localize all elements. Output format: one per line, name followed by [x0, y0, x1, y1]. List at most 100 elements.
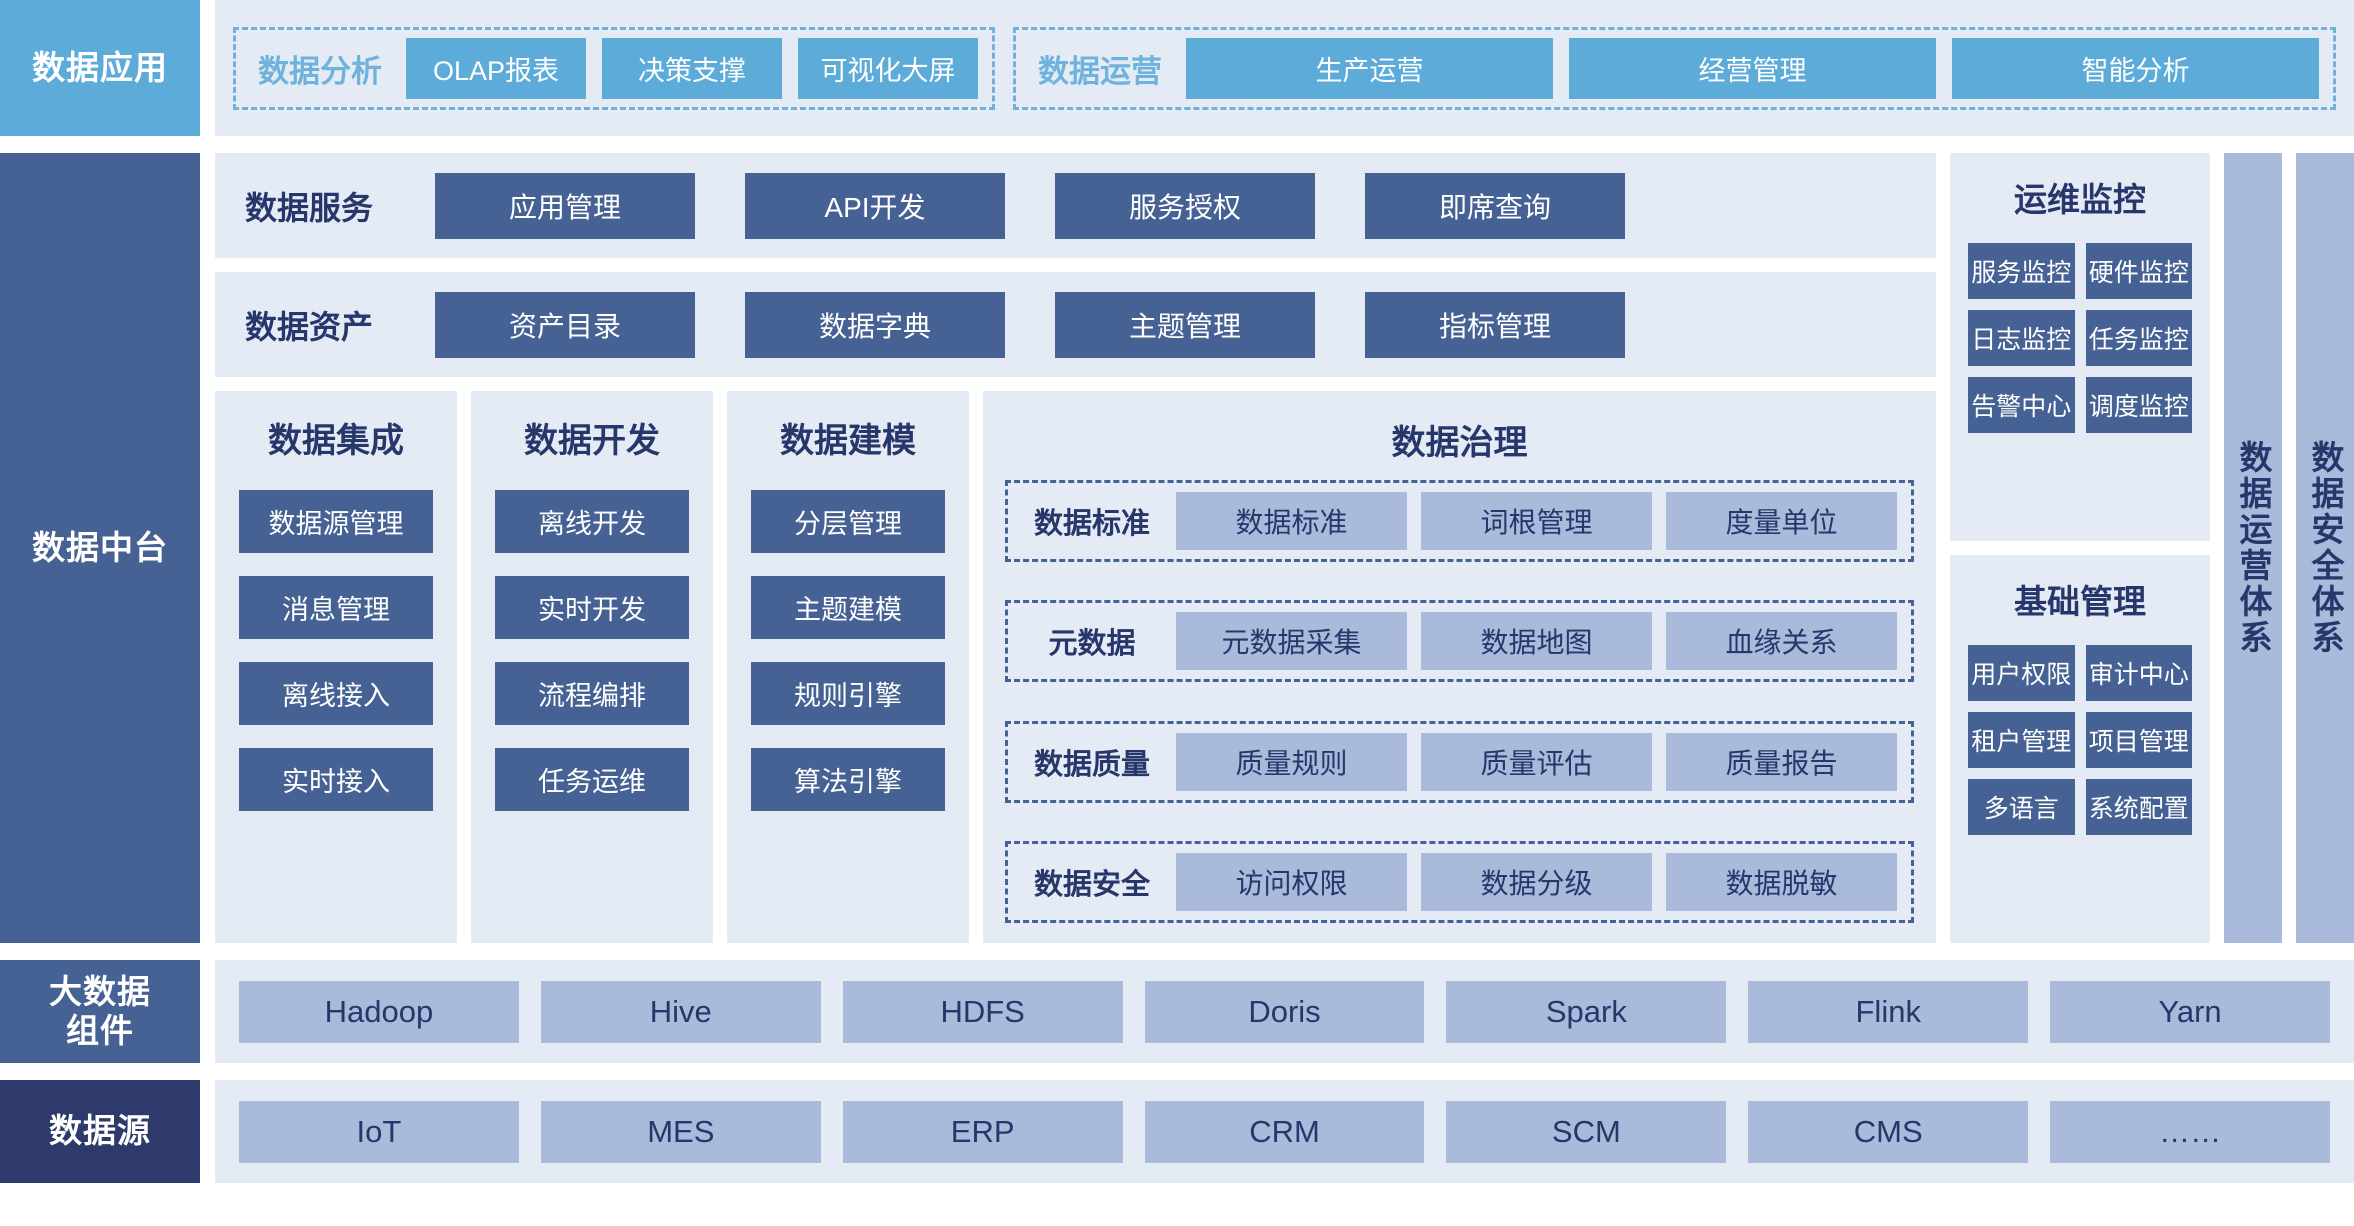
app-item-olap[interactable]: OLAP报表 [406, 37, 586, 99]
application-panel: 数据分析 OLAP报表 决策支撑 可视化大屏 数据运营 生产运营 经营管理 智能… [215, 0, 2354, 136]
layer-label-bigdata-line2: 组件 [66, 1011, 134, 1049]
bigdata-item-hdfs[interactable]: HDFS [842, 980, 1123, 1043]
app-item-decision-support[interactable]: 决策支撑 [602, 37, 782, 99]
bigdata-item-doris[interactable]: Doris [1144, 980, 1425, 1043]
spacer [200, 1080, 215, 1183]
ops-item-alert-center[interactable]: 告警中心 [1968, 377, 2075, 433]
governance-key-data-quality: 数据质量 [1033, 748, 1150, 781]
governance-key-metadata: 元数据 [1048, 628, 1136, 661]
asset-item-catalog[interactable]: 资产目录 [435, 291, 695, 358]
base-item-audit-center[interactable]: 审计中心 [2085, 645, 2192, 701]
layer-row-platform: 数据中台 数据服务 应用管理 API开发 服务授权 即席查询 [0, 153, 2354, 943]
development-item-realtime-dev[interactable]: 实时开发 [495, 576, 689, 639]
base-management-grid: 用户权限 审计中心 租户管理 项目管理 多语言 系统配置 [1968, 645, 2192, 835]
function-column-data-modeling: 数据建模 分层管理 主题建模 规则引擎 算法引擎 [727, 391, 969, 943]
ops-item-service-monitor[interactable]: 服务监控 [1968, 243, 2075, 299]
service-row-label-data-asset: 数据资产 [245, 308, 374, 345]
layer-label-source: 数据源 [0, 1080, 200, 1183]
modeling-item-algorithm-engine[interactable]: 算法引擎 [751, 748, 945, 811]
app-item-visual-dashboard[interactable]: 可视化大屏 [798, 37, 978, 99]
source-item-more[interactable]: …… [2050, 1100, 2331, 1163]
integration-item-realtime-ingest[interactable]: 实时接入 [239, 748, 433, 811]
platform-function-columns: 数据集成 数据源管理 消息管理 离线接入 实时接入 数据开发 离线开发 实时开发… [215, 391, 1936, 943]
service-item-api-dev[interactable]: API开发 [745, 172, 1005, 239]
integration-item-datasource-mgmt[interactable]: 数据源管理 [239, 490, 433, 553]
source-item-mes[interactable]: MES [540, 1100, 821, 1163]
source-item-crm[interactable]: CRM [1144, 1100, 1425, 1163]
vertical-bar-label-operation: 数据运营体系 [2235, 440, 2272, 656]
base-management-title: 基础管理 [2014, 583, 2146, 620]
governance-title: 数据治理 [1391, 424, 1528, 462]
governance-item-data-masking[interactable]: 数据脱敏 [1666, 852, 1897, 911]
governance-item-word-root[interactable]: 词根管理 [1421, 492, 1652, 550]
function-column-data-integration: 数据集成 数据源管理 消息管理 离线接入 实时接入 [215, 391, 457, 943]
service-row-label-data-service: 数据服务 [245, 189, 374, 226]
governance-item-measure-unit[interactable]: 度量单位 [1666, 492, 1897, 550]
modeling-item-subject-modeling[interactable]: 主题建模 [751, 576, 945, 639]
app-item-production-ops[interactable]: 生产运营 [1186, 37, 1553, 99]
development-item-workflow[interactable]: 流程编排 [495, 662, 689, 725]
governance-item-data-map[interactable]: 数据地图 [1421, 612, 1652, 671]
platform-content: 数据服务 应用管理 API开发 服务授权 即席查询 数据资产 资产 [215, 153, 2354, 943]
asset-item-dictionary[interactable]: 数据字典 [745, 291, 1005, 358]
app-item-smart-analysis[interactable]: 智能分析 [1952, 37, 2319, 99]
governance-item-quality-report[interactable]: 质量报告 [1666, 732, 1897, 791]
source-item-iot[interactable]: IoT [239, 1100, 519, 1163]
base-item-user-permission[interactable]: 用户权限 [1968, 645, 2075, 701]
service-row-data-service: 数据服务 应用管理 API开发 服务授权 即席查询 [215, 153, 1936, 258]
bigdata-item-hive[interactable]: Hive [540, 980, 821, 1043]
service-row-data-asset: 数据资产 资产目录 数据字典 主题管理 指标管理 [215, 272, 1936, 377]
integration-item-message-mgmt[interactable]: 消息管理 [239, 576, 433, 639]
source-panel: IoT MES ERP CRM SCM CMS …… [215, 1080, 2354, 1183]
bigdata-item-spark[interactable]: Spark [1446, 980, 1727, 1043]
governance-item-lineage[interactable]: 血缘关系 [1666, 612, 1897, 671]
ops-monitor-box: 运维监控 服务监控 硬件监控 日志监控 任务监控 告警中心 调度监控 [1950, 153, 2210, 541]
integration-item-offline-ingest[interactable]: 离线接入 [239, 662, 433, 725]
group-title-operation: 数据运营 [1038, 53, 1162, 89]
service-item-service-auth[interactable]: 服务授权 [1055, 172, 1315, 239]
application-group-analysis: 数据分析 OLAP报表 决策支撑 可视化大屏 [233, 26, 995, 110]
bigdata-item-flink[interactable]: Flink [1748, 980, 2029, 1043]
spacer [215, 258, 1936, 272]
spacer [200, 0, 215, 136]
ops-item-log-monitor[interactable]: 日志监控 [1968, 310, 2075, 366]
source-item-cms[interactable]: CMS [1748, 1100, 2029, 1163]
governance-item-quality-assess[interactable]: 质量评估 [1421, 732, 1652, 791]
base-item-system-config[interactable]: 系统配置 [2085, 779, 2192, 835]
governance-item-quality-rule[interactable]: 质量规则 [1176, 732, 1407, 791]
base-item-tenant-mgmt[interactable]: 租户管理 [1968, 712, 2075, 768]
layer-label-platform: 数据中台 [0, 153, 200, 943]
asset-row-items: 资产目录 数据字典 主题管理 指标管理 [435, 291, 1906, 358]
modeling-item-layer-mgmt[interactable]: 分层管理 [751, 490, 945, 553]
asset-item-metric-mgmt[interactable]: 指标管理 [1365, 291, 1625, 358]
base-item-project-mgmt[interactable]: 项目管理 [2085, 712, 2192, 768]
development-item-task-ops[interactable]: 任务运维 [495, 748, 689, 811]
ops-item-hardware-monitor[interactable]: 硬件监控 [2085, 243, 2192, 299]
column-title-data-modeling: 数据建模 [780, 422, 916, 460]
service-item-adhoc-query[interactable]: 即席查询 [1365, 172, 1625, 239]
ops-monitor-title: 运维监控 [2014, 181, 2146, 218]
spacer [0, 136, 2354, 153]
governance-panel: 数据治理 数据标准 数据标准 词根管理 度量单位 元数据 [983, 391, 1936, 943]
base-item-multilingual[interactable]: 多语言 [1968, 779, 2075, 835]
platform-left: 数据服务 应用管理 API开发 服务授权 即席查询 数据资产 资产 [215, 153, 1936, 943]
governance-item-metadata-collect[interactable]: 元数据采集 [1176, 612, 1407, 671]
governance-item-access-control[interactable]: 访问权限 [1176, 852, 1407, 911]
bigdata-item-hadoop[interactable]: Hadoop [239, 980, 519, 1043]
ops-item-task-monitor[interactable]: 任务监控 [2085, 310, 2192, 366]
group-title-analysis: 数据分析 [258, 53, 382, 89]
asset-item-subject-mgmt[interactable]: 主题管理 [1055, 291, 1315, 358]
service-item-app-mgmt[interactable]: 应用管理 [435, 172, 695, 239]
development-item-offline-dev[interactable]: 离线开发 [495, 490, 689, 553]
column-title-data-integration: 数据集成 [268, 422, 404, 460]
source-item-erp[interactable]: ERP [842, 1100, 1123, 1163]
ops-item-schedule-monitor[interactable]: 调度监控 [2085, 377, 2192, 433]
app-item-business-mgmt[interactable]: 经营管理 [1569, 37, 1936, 99]
governance-item-standard[interactable]: 数据标准 [1176, 492, 1407, 550]
bigdata-item-yarn[interactable]: Yarn [2050, 980, 2331, 1043]
spacer [200, 153, 215, 943]
modeling-item-rule-engine[interactable]: 规则引擎 [751, 662, 945, 725]
source-item-scm[interactable]: SCM [1446, 1100, 1727, 1163]
governance-rows: 数据标准 数据标准 词根管理 度量单位 元数据 元数据采集 数据地图 血缘关系 [1005, 480, 1914, 923]
governance-item-data-grading[interactable]: 数据分级 [1421, 852, 1652, 911]
